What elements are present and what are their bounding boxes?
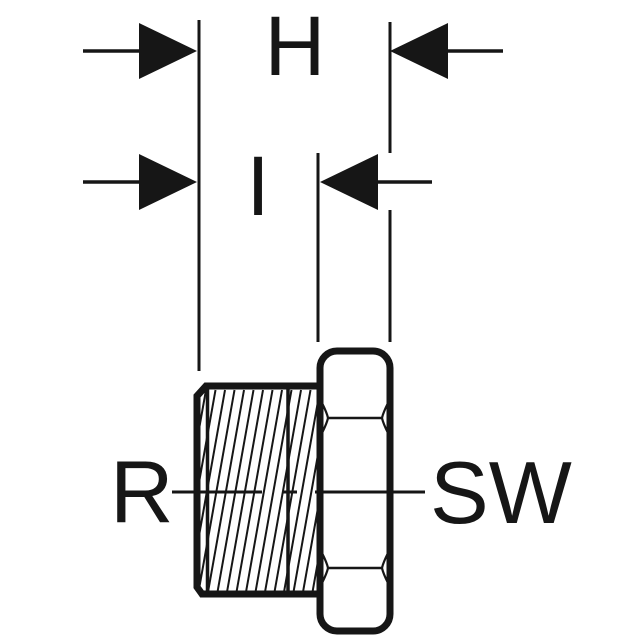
i-arrowhead-right bbox=[320, 154, 378, 210]
label-h: H bbox=[265, 0, 326, 93]
nut-facet-lines bbox=[328, 416, 382, 570]
nut-chamfer-arcs bbox=[321, 402, 389, 584]
h-dimension: H bbox=[83, 0, 503, 93]
extension-lines bbox=[197, 20, 392, 371]
label-wrench-sw: SW bbox=[430, 443, 572, 542]
thread-boundary-lines bbox=[205, 389, 290, 591]
label-thread-r: R bbox=[110, 442, 174, 541]
h-arrowhead-left bbox=[139, 23, 197, 79]
i-dimension: I bbox=[83, 139, 432, 233]
h-arrowhead-right bbox=[390, 23, 448, 79]
label-i: I bbox=[246, 139, 269, 233]
i-arrowhead-left bbox=[139, 154, 197, 210]
